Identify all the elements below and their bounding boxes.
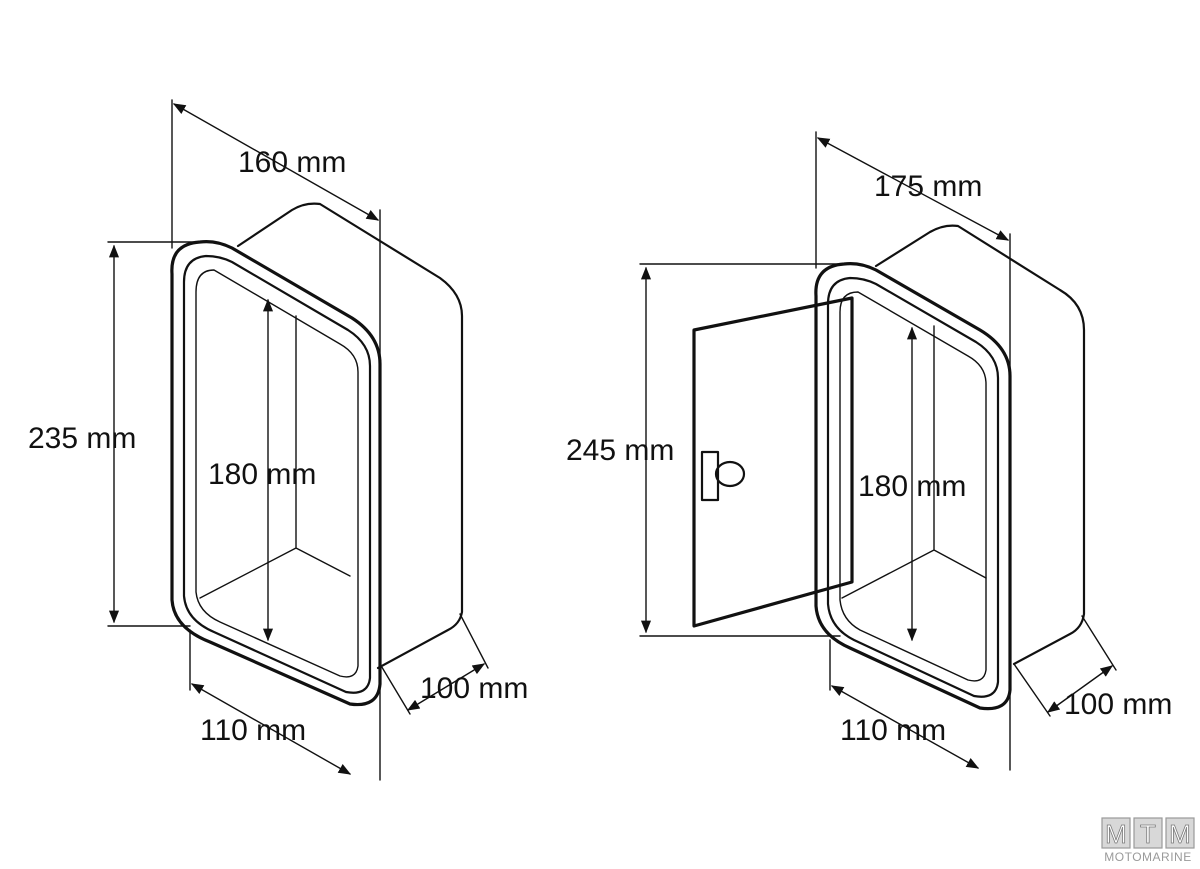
left-bottom-width-label: 110 mm [200, 714, 306, 747]
logo-letter: M [1169, 819, 1191, 849]
left-dimension-lines [107, 99, 489, 781]
left-box-interior [199, 315, 351, 599]
right-box-outer-flange [814, 262, 1012, 711]
motomarine-logo: M T M MOTOMARINE [1101, 817, 1195, 864]
left-box-drawing [170, 202, 464, 707]
left-depth-label: 100 mm [420, 672, 528, 705]
logo-letter: M [1105, 819, 1127, 849]
left-box-outer-flange [170, 240, 382, 707]
left-box-inner-flange [182, 254, 372, 694]
logo-letter: T [1140, 819, 1156, 849]
right-inner-height-label: 180 mm [858, 470, 966, 503]
door-knob-icon [714, 460, 746, 488]
left-box-opening [195, 269, 359, 678]
left-width-label: 160 mm [238, 146, 346, 179]
right-box-door [692, 296, 854, 628]
right-height-label: 245 mm [566, 434, 674, 467]
right-width-label: 175 mm [874, 170, 982, 203]
door-latch-icon [700, 450, 720, 502]
left-dimension-labels: 160 mm 235 mm 180 mm 110 mm 100 mm [28, 146, 528, 747]
right-box-drawing [692, 224, 1086, 711]
logo-subtitle: MOTOMARINE [1104, 850, 1191, 864]
right-dimension-lines [639, 131, 1117, 771]
right-dimension-labels: 175 mm 245 mm 180 mm 110 mm 100 mm [566, 170, 1172, 747]
left-height-label: 235 mm [28, 422, 136, 455]
right-box-shell-top [874, 224, 1086, 666]
right-box-interior [841, 325, 987, 599]
right-depth-label: 100 mm [1064, 688, 1172, 721]
right-box-opening [839, 291, 987, 682]
left-box-shell-top [236, 202, 464, 670]
left-inner-height-label: 180 mm [208, 458, 316, 491]
right-bottom-width-label: 110 mm [840, 714, 946, 747]
right-box-inner-flange [826, 276, 1000, 698]
